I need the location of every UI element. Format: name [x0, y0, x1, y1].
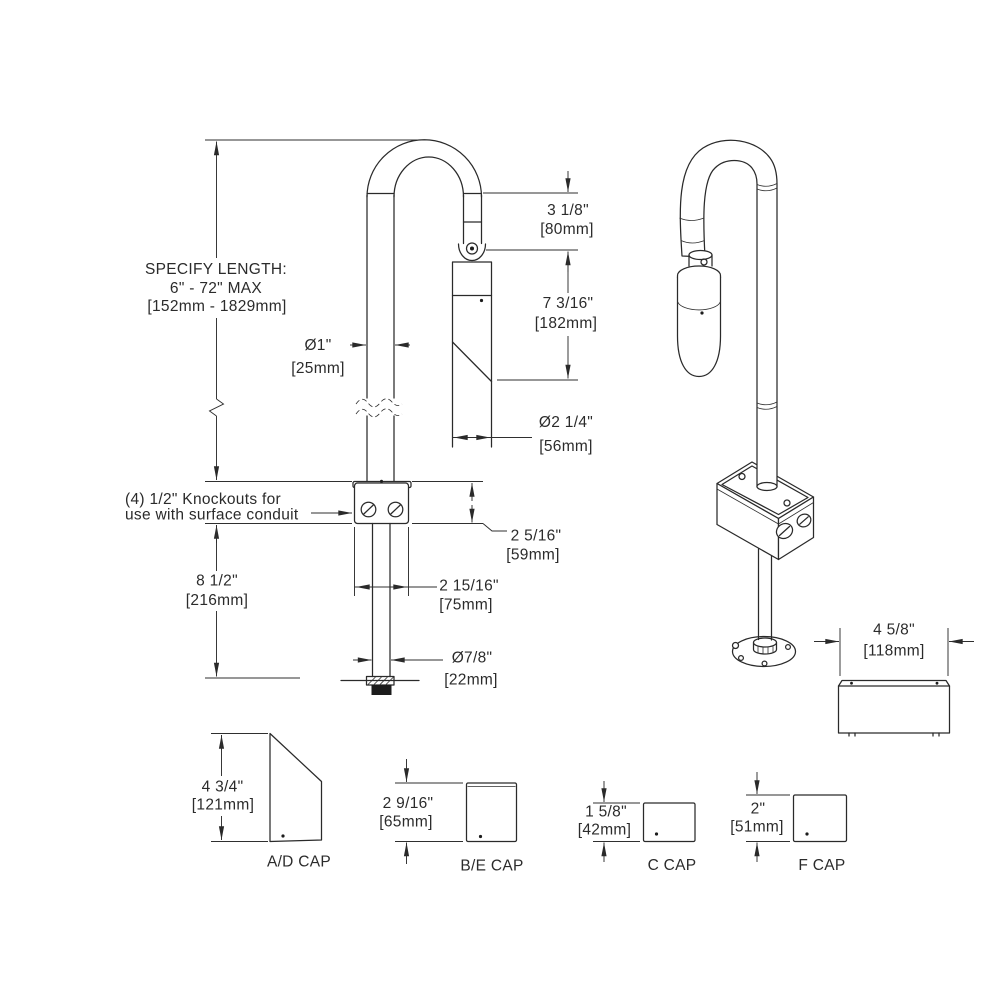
dim-box-w-mm: [75mm]	[439, 597, 492, 614]
dim-head-len-in: 7 3/16"	[543, 295, 594, 312]
dim-lower-stem-in: 8 1/2"	[196, 573, 238, 590]
dim-head-diameter: Ø2 1/4" [56mm]	[452, 414, 593, 455]
cap-c-dim-mm: [42mm]	[578, 822, 631, 839]
cap-f-label: F CAP	[798, 857, 845, 874]
cap-f-dim-in: 2"	[751, 801, 766, 818]
specify-length-line3: [152mm - 1829mm]	[147, 298, 286, 315]
dim-head-offset-mm: [80mm]	[540, 221, 593, 238]
cap-ad-label: A/D CAP	[267, 854, 331, 871]
cap-c-dim-in: 1 5/8"	[585, 804, 627, 821]
specify-length-line2: 6" - 72" MAX	[170, 280, 262, 297]
dim-box-h-in: 2 5/16"	[511, 528, 562, 545]
cap-ad-shape	[269, 732, 323, 843]
dim-box-width: 2 15/16" [75mm]	[354, 527, 499, 614]
cap-f-shape	[792, 794, 848, 843]
cap-ad-dim-mm: [121mm]	[192, 797, 254, 814]
cap-f: 2" [51mm] F CAP	[730, 772, 848, 874]
cap-f-dim-mm: [51mm]	[730, 819, 783, 836]
dim-iso-box-w-mm: [118mm]	[863, 643, 924, 660]
iso-flange	[731, 548, 797, 668]
cap-be: 2 9/16" [65mm] B/E CAP	[379, 759, 523, 875]
iso-tube-base	[756, 481, 778, 492]
dim-stem-diameter: Ø1" [25mm]	[291, 337, 410, 377]
dim-iso-box-width: 4 5/8" [118mm]	[814, 622, 974, 676]
dim-lower-stem: 8 1/2" [216mm]	[186, 523, 352, 679]
cap-be-dim-mm: [65mm]	[379, 814, 432, 831]
dim-head-dia-mm: [56mm]	[539, 438, 592, 455]
cap-ad-dim-in: 4 3/4"	[202, 779, 244, 796]
dim-nipple-diameter: Ø7/8" [22mm]	[353, 650, 497, 689]
cap-be-shape	[465, 782, 518, 843]
gooseneck-arch	[366, 139, 483, 223]
cap-ad: 4 3/4" [121mm] A/D CAP	[192, 732, 331, 871]
dim-iso-box-w-in: 4 5/8"	[873, 622, 915, 639]
dim-box-w-in: 2 15/16"	[439, 578, 499, 595]
lamp-head-front	[451, 194, 493, 448]
dim-box-h-mm: [59mm]	[506, 547, 559, 564]
dim-stem-dia-mm: [25mm]	[291, 360, 344, 377]
iso-lid-screw-icon	[783, 499, 791, 507]
dim-specify-length: SPECIFY LENGTH: 6" - 72" MAX [152mm - 18…	[145, 139, 430, 482]
stem-pipe	[355, 194, 404, 483]
anchor-tip	[371, 685, 392, 695]
dim-head-offset: 3 1/8" [80mm]	[483, 171, 593, 272]
knockout-note: (4) 1/2" Knockouts for use with surface …	[125, 491, 352, 524]
dim-head-len-mm: [182mm]	[535, 315, 597, 332]
dim-stem-dia-in: Ø1"	[304, 337, 331, 354]
dim-head-dia-in: Ø2 1/4"	[539, 414, 593, 431]
dim-head-length: 7 3/16" [182mm]	[497, 252, 597, 381]
iso-lamp-head	[676, 249, 722, 378]
dim-box-height: 2 5/16" [59mm]	[412, 481, 562, 564]
cap-be-label: B/E CAP	[460, 858, 523, 875]
dim-lower-stem-mm: [216mm]	[186, 592, 248, 609]
junction-box-front	[352, 479, 412, 525]
knockout-note-line2: use with surface conduit	[125, 507, 299, 524]
cap-c-label: C CAP	[648, 857, 697, 874]
cap-c-shape	[642, 802, 696, 843]
iso-lid-screw-icon	[738, 472, 746, 481]
dim-nipple-dia-mm: [22mm]	[444, 672, 497, 689]
cap-c: 1 5/8" [42mm] C CAP	[578, 781, 697, 874]
dim-head-offset-in: 3 1/8"	[547, 202, 589, 219]
pipe-break-mask	[355, 398, 404, 416]
iso-box-front-view	[837, 679, 951, 737]
swivel-housing	[457, 243, 487, 262]
knockout-note-line1: (4) 1/2" Knockouts for	[125, 491, 281, 508]
iso-view: 4 5/8" [118mm]	[676, 139, 974, 737]
cap-profiles: 4 3/4" [121mm] A/D CAP 2 9/16" [65mm] B/…	[192, 732, 848, 875]
dim-nipple-dia-in: Ø7/8"	[452, 650, 493, 667]
iso-gooseneck-tube	[679, 139, 778, 488]
cap-be-dim-in: 2 9/16"	[383, 795, 434, 812]
iso-box-body	[716, 482, 815, 561]
front-view: SPECIFY LENGTH: 6" - 72" MAX [152mm - 18…	[125, 139, 597, 695]
specify-length-line1: SPECIFY LENGTH:	[145, 261, 287, 278]
lower-nipple	[340, 522, 420, 695]
